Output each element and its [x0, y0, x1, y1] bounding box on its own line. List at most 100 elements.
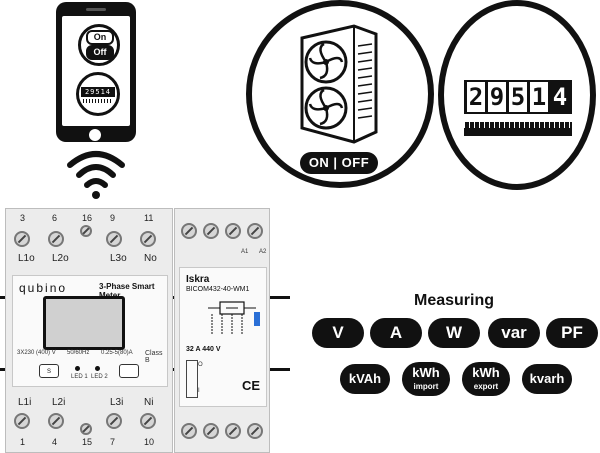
measure-pill-sub: export [473, 382, 499, 391]
terminal-number: 10 [144, 437, 155, 447]
measure-pill: kWh import [402, 362, 450, 396]
measure-pill-main: kVAh [348, 371, 382, 386]
phone-counter-circle: 29514 [76, 72, 120, 116]
ce-mark: CE [242, 378, 261, 393]
a1-label: A1 [241, 249, 249, 255]
measuring-title: Measuring [414, 292, 495, 309]
right-button[interactable] [119, 364, 139, 378]
on-off-button[interactable]: ON | OFF [300, 152, 378, 174]
terminal-screw [225, 423, 241, 439]
smart-meter-module: 3 6 16 9 11 L1o L2o L3o No qubino 3-Phas… [5, 208, 173, 453]
phone-counter-value: 29514 [81, 87, 115, 97]
terminal-number: 6 [52, 213, 58, 223]
measure-pill: var [488, 318, 540, 348]
contactor-faceplate: Iskra BICOM432-40-WM1 32 A 440 V O I CE [179, 267, 267, 407]
smartphone: On Off 29514 [56, 2, 136, 142]
terminal-screw [14, 231, 30, 247]
measure-pill: W [428, 318, 480, 348]
contactor-rating: 32 A 440 V [186, 346, 221, 353]
terminal-label: L3o [110, 253, 127, 264]
terminal-screw [247, 223, 263, 239]
counter-display: 2 9 5 1 4 [464, 80, 572, 114]
switch-off-label: O [198, 362, 203, 368]
terminal-number: 1 [20, 437, 26, 447]
terminal-screw [48, 231, 64, 247]
terminal-label: L3i [110, 397, 124, 408]
terminal-label: L1i [18, 397, 32, 408]
terminal-number: 4 [52, 437, 58, 447]
counter-digit: 2 [467, 82, 485, 112]
counter-ruler [464, 122, 572, 136]
measure-pill: V [312, 318, 364, 348]
class-label: Class B [145, 350, 163, 364]
terminal-screw [140, 231, 156, 247]
a2-label: A2 [259, 249, 267, 255]
iskra-logo: Iskra [186, 274, 210, 285]
meter-faceplate: qubino 3-Phase Smart Meter 3X230 (400) V… [12, 275, 168, 387]
phone-home-button[interactable] [89, 129, 101, 141]
phone-off-button[interactable]: Off [86, 45, 114, 60]
s-button[interactable]: S [39, 364, 59, 378]
wifi-icon [67, 151, 125, 199]
led-1-label: LED 1 [71, 374, 88, 380]
terminal-screw [181, 423, 197, 439]
terminal-number: 15 [82, 437, 93, 447]
phone-speaker [86, 8, 106, 11]
measure-pill: kvarh [522, 364, 572, 394]
spec-frequency: 50/60Hz [67, 350, 90, 356]
qubino-logo: qubino [19, 281, 68, 295]
terminal-number: 7 [110, 437, 116, 447]
led-2-label: LED 2 [91, 374, 108, 380]
terminal-number: 3 [20, 213, 26, 223]
terminal-label: No [144, 253, 157, 264]
measure-pill: kWh export [462, 362, 510, 396]
counter-digit: 4 [551, 82, 569, 112]
terminal-screw [140, 413, 156, 429]
led-2-indicator [95, 366, 100, 371]
spec-voltage: 3X230 (400) V [17, 350, 56, 356]
lcd-display [43, 296, 125, 350]
measure-pill: A [370, 318, 422, 348]
phone-onoff-circle: On Off [78, 24, 120, 66]
device-switch-circle: ON | OFF [246, 0, 434, 188]
measure-pill-main: kvarh [529, 371, 565, 386]
measure-pill-main: kWh [412, 365, 440, 380]
counter-digit: 9 [488, 82, 506, 112]
contactor-schematic-icon [208, 301, 260, 334]
terminal-number: 9 [110, 213, 116, 223]
terminal-screw [203, 223, 219, 239]
led-1-indicator [75, 366, 80, 371]
terminal-screw [80, 423, 92, 435]
measure-pill: kVAh [340, 364, 390, 394]
phone-on-button[interactable]: On [86, 30, 114, 45]
measure-pill-sub: import [413, 382, 439, 391]
contactor-module: A1 A2 Iskra BICOM432-40-WM1 32 A 440 V O… [174, 208, 270, 453]
phone-counter-ruler [83, 99, 113, 103]
meter-title: 3-Phase Smart Meter [99, 282, 155, 300]
terminal-screw [247, 423, 263, 439]
terminal-screw [181, 223, 197, 239]
terminal-label: L2i [52, 397, 66, 408]
heat-pump-icon [300, 24, 378, 144]
terminal-label: Ni [144, 397, 154, 408]
switch-on-label: I [198, 388, 200, 394]
terminal-screw [203, 423, 219, 439]
terminal-screw [106, 231, 122, 247]
terminal-number: 16 [82, 213, 93, 223]
measure-pill: PF [546, 318, 598, 348]
phone-screen: On Off 29514 [62, 16, 130, 126]
terminal-number: 11 [144, 213, 154, 223]
terminal-screw [14, 413, 30, 429]
manual-switch[interactable] [186, 360, 198, 398]
terminal-screw [48, 413, 64, 429]
measure-pill-main: kWh [472, 365, 500, 380]
energy-counter-circle: 2 9 5 1 4 [438, 0, 596, 190]
counter-digit: 1 [530, 82, 548, 112]
contactor-model: BICOM432-40-WM1 [186, 286, 250, 293]
terminal-label: L1o [18, 253, 35, 264]
terminal-screw [225, 223, 241, 239]
spec-current: 0.25-5(80)A [101, 350, 133, 356]
terminal-screw [106, 413, 122, 429]
terminal-label: L2o [52, 253, 69, 264]
counter-digit: 5 [509, 82, 527, 112]
